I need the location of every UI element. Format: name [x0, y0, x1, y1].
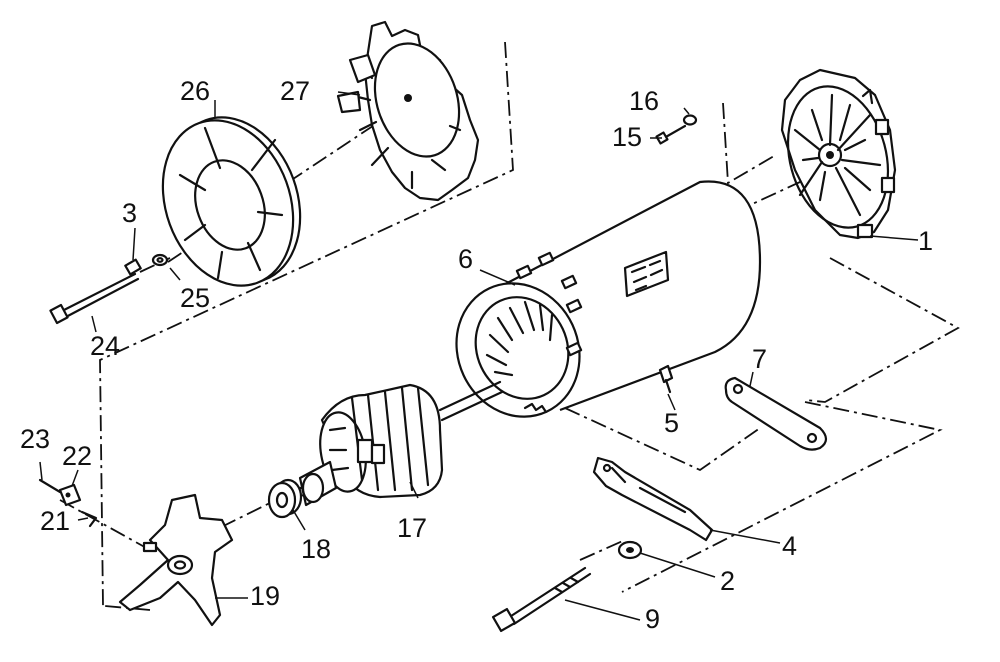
callout-22: 22 — [62, 441, 92, 471]
end-bell-1 — [780, 68, 897, 240]
washer-16 — [682, 114, 698, 126]
strap-7 — [724, 376, 828, 451]
clip-21 — [80, 510, 98, 528]
baffle-19 — [118, 493, 234, 627]
commutator — [276, 460, 338, 507]
callout-25: 25 — [180, 283, 210, 313]
nameplate — [623, 250, 670, 298]
callout-26: 26 — [180, 76, 210, 106]
switch-22 — [58, 483, 82, 507]
washer-25 — [151, 253, 169, 267]
callout-labels: 1 2 3 4 5 6 7 9 15 16 17 18 19 21 22 23 … — [20, 76, 933, 634]
fan-27 — [336, 20, 480, 202]
screw-23 — [38, 478, 62, 494]
bearing-18 — [267, 478, 303, 519]
callout-5: 5 — [664, 408, 679, 438]
callout-7: 7 — [752, 344, 767, 374]
screw-15 — [655, 124, 687, 145]
callout-15: 15 — [612, 122, 642, 152]
bolt-9 — [491, 566, 592, 633]
callout-16: 16 — [629, 86, 659, 116]
bracket-4 — [592, 456, 714, 542]
callout-17: 17 — [397, 513, 427, 543]
callout-27: 27 — [280, 76, 310, 106]
fan-guard-26 — [161, 116, 302, 287]
callout-18: 18 — [301, 534, 331, 564]
callout-19: 19 — [250, 581, 280, 611]
screw-5 — [658, 364, 674, 394]
callout-4: 4 — [782, 531, 797, 561]
washer-2 — [617, 540, 643, 560]
callout-24: 24 — [90, 331, 120, 361]
nut-3 — [124, 258, 142, 276]
callout-21: 21 — [40, 506, 70, 536]
callout-9: 9 — [645, 604, 660, 634]
callout-23: 23 — [20, 424, 50, 454]
callout-1: 1 — [918, 226, 933, 256]
bolt-24 — [49, 272, 140, 325]
callout-2: 2 — [720, 566, 735, 596]
callout-6: 6 — [458, 244, 473, 274]
callout-3: 3 — [122, 198, 137, 228]
leader-lines — [39, 91, 919, 621]
motor-housing-6 — [455, 180, 762, 418]
rotor-17 — [319, 380, 504, 499]
